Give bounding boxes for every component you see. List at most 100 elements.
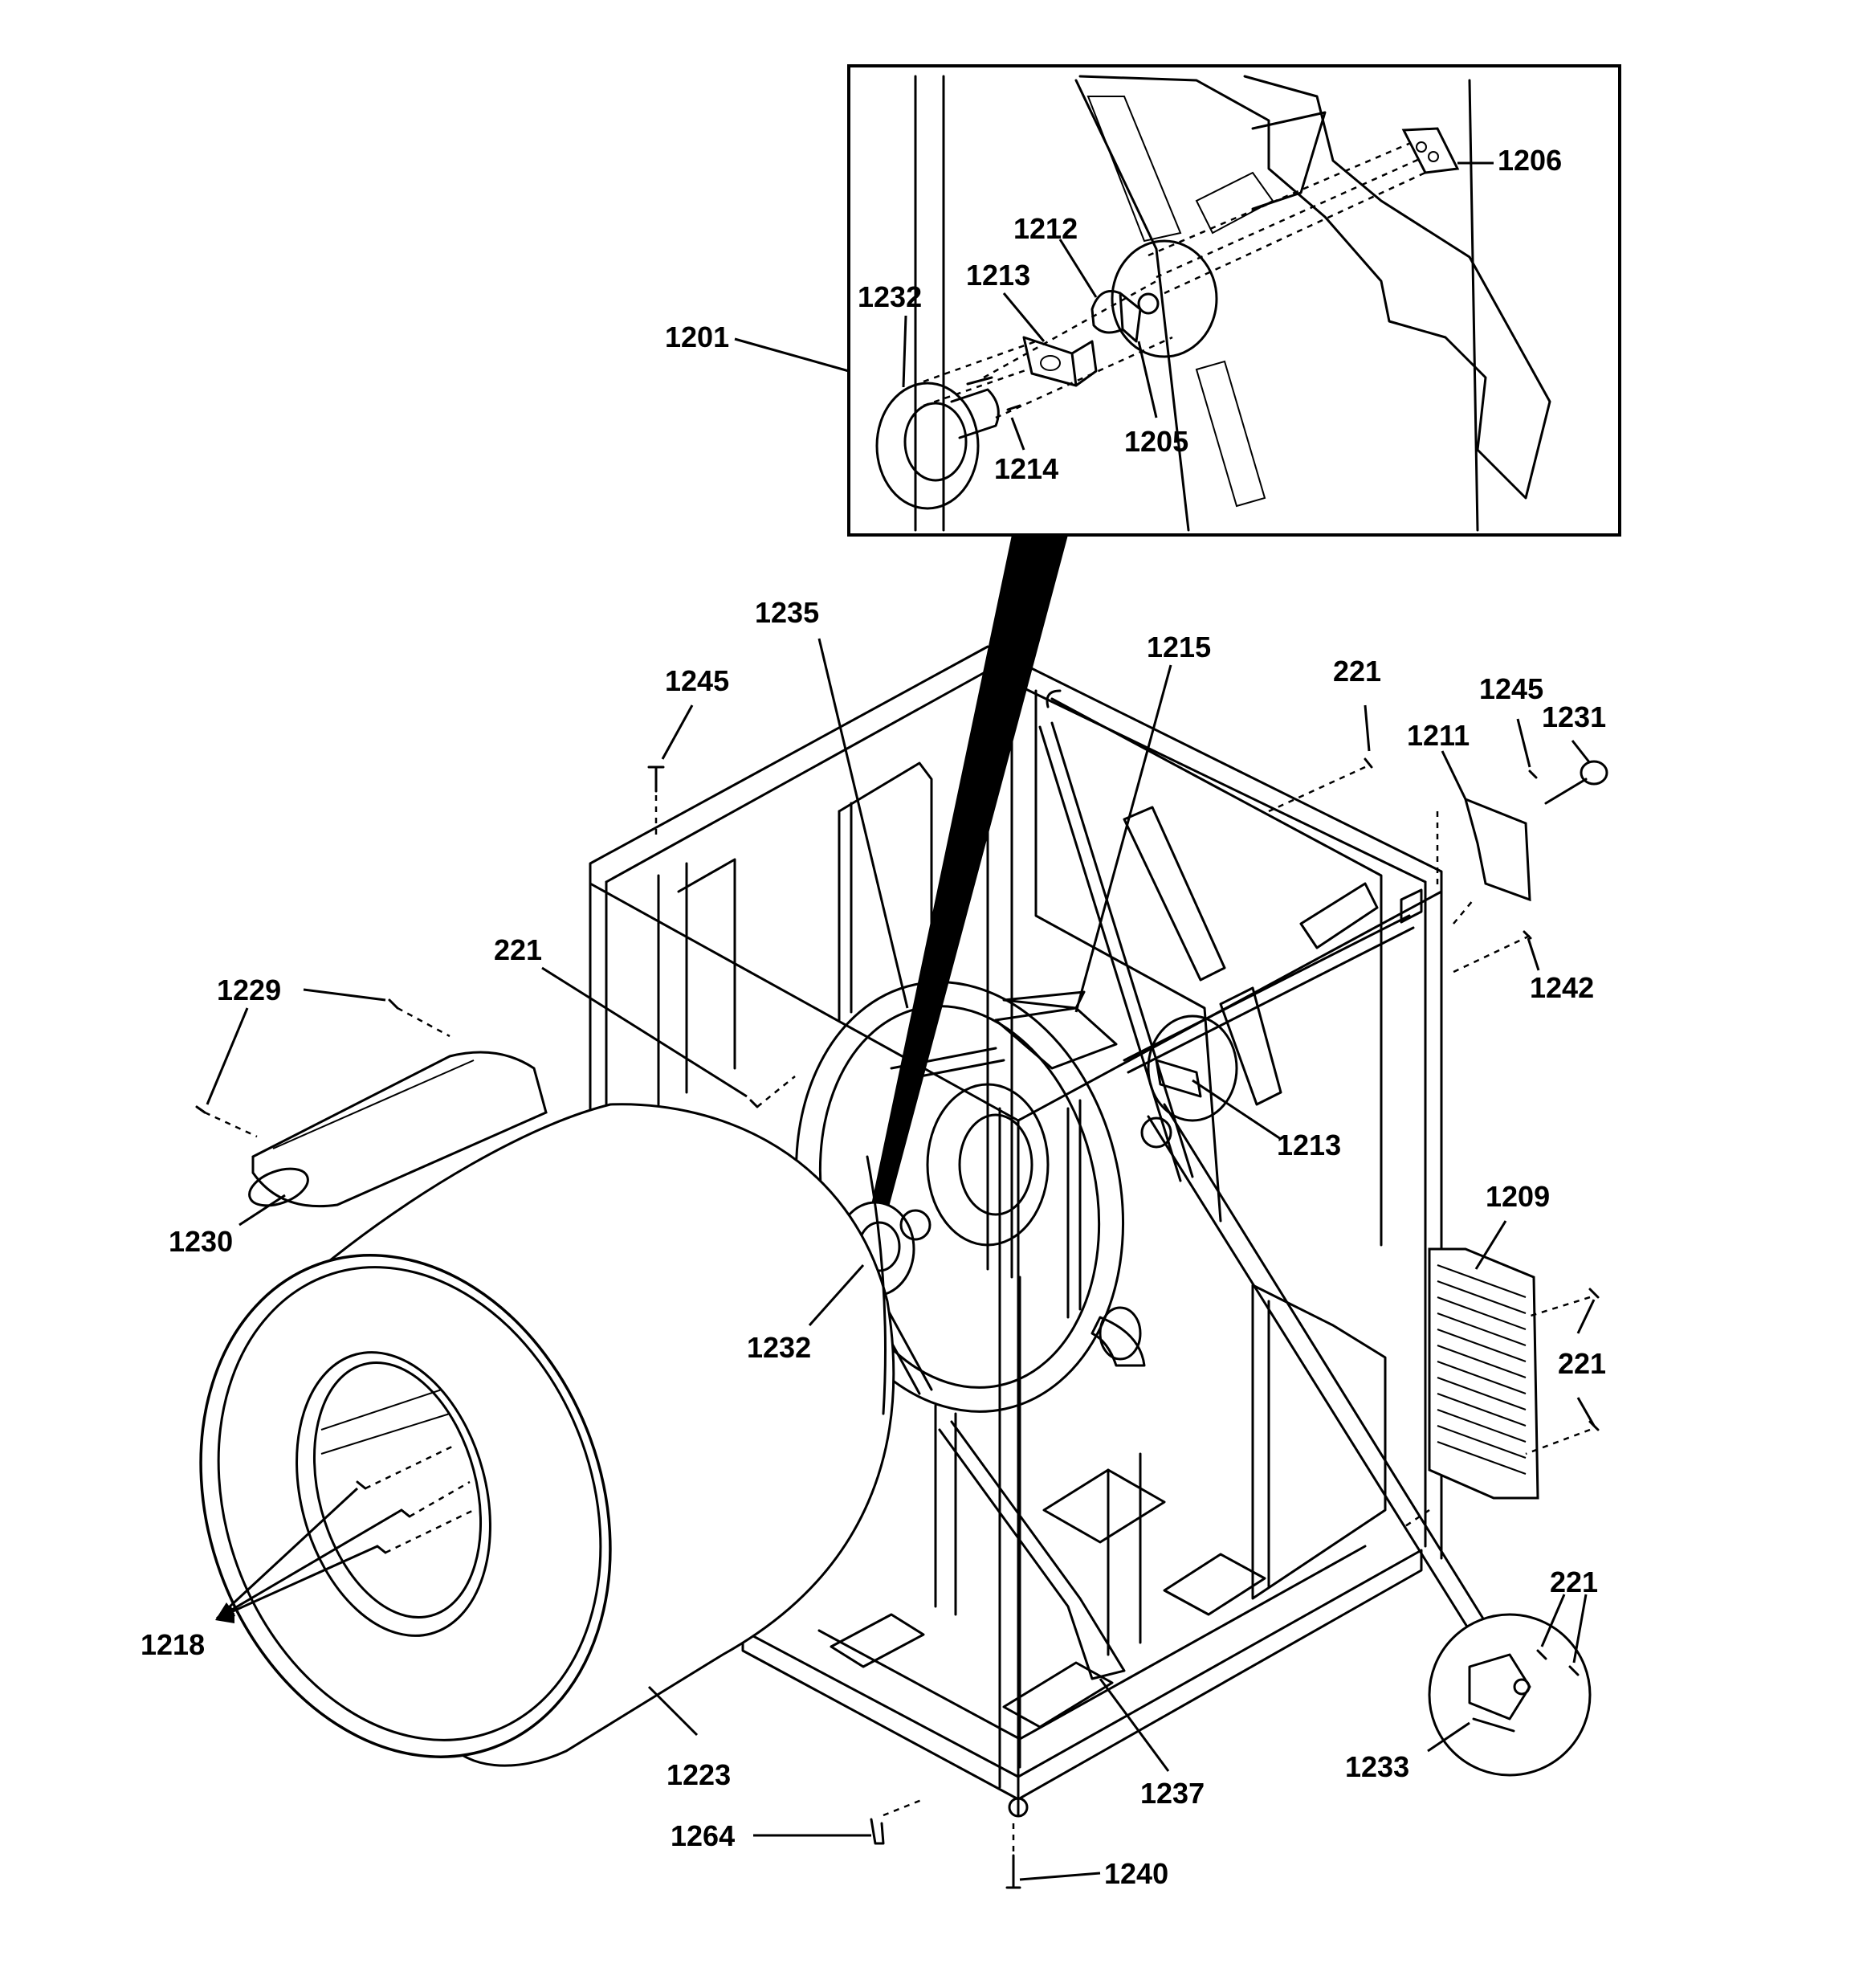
leader-1231 <box>1571 740 1592 764</box>
inset-frame <box>847 64 1621 537</box>
dashed-guides <box>204 765 1591 1851</box>
inset-screw-1214-b <box>1006 404 1021 411</box>
inset-pointer-wedge <box>871 535 1068 1213</box>
duct-body <box>251 1051 548 1208</box>
label-1214: 1214 <box>994 452 1058 485</box>
cabinet-front-post-lower <box>998 1263 1021 1769</box>
screw-1229-b <box>195 1105 206 1114</box>
leader-1213-inset <box>1002 292 1046 342</box>
leader-1205 <box>1137 341 1158 418</box>
inset-bearing-1212 <box>1090 290 1142 343</box>
inset-bracket-hole <box>1040 355 1061 371</box>
inset-panel-slot-1 <box>1086 96 1182 243</box>
part-labels: 1201 1206 1212 1213 1232 1214 1205 1235 … <box>141 144 1606 1890</box>
leader-1240 <box>1019 1872 1101 1881</box>
switch-detail-1233 <box>1428 1613 1592 1777</box>
label-1211: 1211 <box>1407 719 1470 752</box>
screw-221-bottom-b <box>1568 1665 1580 1676</box>
leader-1201 <box>734 337 850 373</box>
bulkhead-hub-inner <box>958 1113 1033 1216</box>
panel-louvers <box>1437 1264 1527 1475</box>
leader-221-left <box>541 966 748 1098</box>
label-1212: 1212 <box>1013 212 1078 245</box>
inset-bearing-housing-1232 <box>875 382 980 510</box>
label-221-bottom: 221 <box>1550 1565 1598 1598</box>
fasteners <box>195 757 1600 1889</box>
duct-end <box>248 1167 309 1207</box>
inset-shield-hole-b <box>1428 151 1439 162</box>
label-1242: 1242 <box>1530 971 1594 1004</box>
label-1201: 1201 <box>665 320 729 353</box>
inset-hub-center <box>1137 292 1160 315</box>
label-1264: 1264 <box>671 1819 735 1852</box>
inset-rear-panel <box>914 75 1551 532</box>
drum-front-opening <box>296 1351 491 1637</box>
label-1230: 1230 <box>169 1225 233 1258</box>
label-1205: 1205 <box>1124 425 1188 458</box>
idler-arm-1237 <box>1147 1103 1487 1632</box>
inset-bearing-housing-inner <box>903 402 968 482</box>
leader-1230 <box>238 1194 286 1227</box>
inset-panel-slot-2 <box>1195 171 1274 235</box>
cabinet-left-rear-post <box>986 669 1013 1279</box>
drum-rear-edge <box>866 1155 887 1415</box>
inset-shaft-1205 <box>950 388 1000 439</box>
thermostat-1231-lead <box>1544 778 1588 805</box>
label-1240: 1240 <box>1104 1857 1168 1890</box>
duct-ridge <box>272 1059 475 1149</box>
label-1213-inset: 1213 <box>966 259 1030 292</box>
inset-detail <box>847 64 1621 537</box>
label-1233: 1233 <box>1345 1750 1409 1783</box>
leader-1209 <box>1474 1220 1507 1270</box>
bearing-shaft-end <box>899 1209 932 1241</box>
screw-1245-right <box>1528 769 1538 779</box>
screw-1245-left <box>647 765 665 793</box>
leader-1213-main <box>1192 1079 1282 1141</box>
label-1213-main: 1213 <box>1277 1129 1341 1161</box>
cabinet-top-right-bracket <box>1400 888 1423 924</box>
leader-lines <box>206 161 1596 1881</box>
screw-1229-a <box>388 998 399 1010</box>
thermostat-1231 <box>1580 760 1608 786</box>
screw-221-bottom-a <box>1536 1649 1547 1660</box>
label-1218: 1218 <box>141 1628 205 1661</box>
switch-body <box>1468 1653 1531 1733</box>
label-1232-main: 1232 <box>747 1331 811 1364</box>
cabinet-mid-rails <box>934 1404 1142 1656</box>
cabinet-left-front-post <box>589 880 608 1114</box>
screw-1242 <box>1523 930 1532 940</box>
arrowheads-1218 <box>215 1602 235 1623</box>
label-1223: 1223 <box>667 1758 731 1791</box>
cabinet-left-upper-rib <box>838 802 853 1022</box>
label-1245-left: 1245 <box>665 664 729 697</box>
inset-screw-1214-a <box>966 376 993 386</box>
leader-221-top <box>1364 704 1371 752</box>
label-221-top: 221 <box>1333 655 1381 688</box>
leader-1245-right <box>1516 718 1531 768</box>
switch-hole <box>1513 1678 1531 1696</box>
label-1245-right: 1245 <box>1479 672 1543 705</box>
switch-magnifier-circle <box>1428 1613 1592 1777</box>
leader-1245-left <box>661 704 694 760</box>
leader-1229-b <box>206 1007 249 1105</box>
leader-1223 <box>647 1685 699 1737</box>
leader-1212 <box>1058 239 1098 298</box>
label-1206: 1206 <box>1498 144 1562 177</box>
cabinet-base-slots <box>830 1468 1266 1729</box>
screw-221-left <box>749 1099 759 1108</box>
idler-pulley <box>1140 1116 1172 1149</box>
drum-front-rim-outer <box>199 1254 612 1758</box>
leader-1218 <box>215 1487 402 1620</box>
drum-front-rim-mid <box>217 1266 602 1741</box>
exhaust-duct-1230 <box>248 1051 548 1208</box>
drum-front-opening-inner <box>312 1361 483 1619</box>
label-221-right: 221 <box>1558 1347 1606 1380</box>
inset-bracket-1213 <box>1022 336 1098 387</box>
inset-shield-1206 <box>1401 127 1460 174</box>
leader-1211 <box>1441 750 1467 800</box>
leader-1233 <box>1427 1721 1470 1753</box>
inset-panel-slot-3 <box>1195 360 1266 508</box>
cabinet-right-lower-panel <box>1251 1284 1387 1600</box>
label-1209: 1209 <box>1486 1180 1550 1213</box>
